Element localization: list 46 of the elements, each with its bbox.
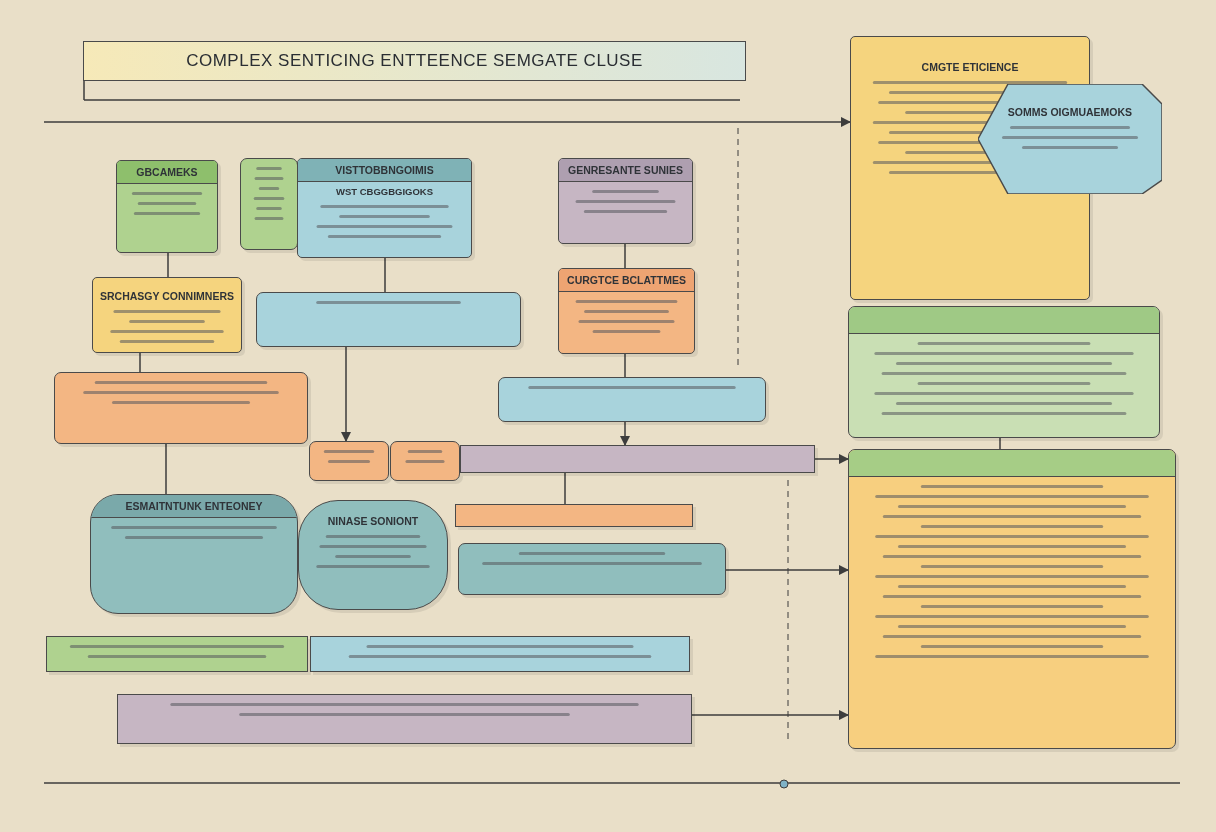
connector-line — [564, 472, 566, 505]
arrow — [814, 453, 850, 465]
card — [298, 500, 448, 610]
bar-box — [46, 636, 308, 672]
text-box — [848, 449, 1176, 749]
arrow — [619, 421, 631, 447]
box-heading: NINASE SONIONT — [327, 515, 419, 527]
box-heading: VISTTOBBNGOIMIS — [298, 159, 471, 182]
bar-box — [310, 636, 690, 672]
text-box — [498, 377, 766, 422]
connector-line — [624, 243, 626, 269]
connector-line — [624, 353, 626, 378]
card — [116, 160, 218, 253]
box-heading: GENRESANTE SUNIES — [559, 159, 692, 182]
text-box — [54, 372, 308, 444]
text-box — [256, 292, 521, 347]
box-subheading: WST CBGGBGIGOKS — [335, 186, 434, 197]
box-heading: SRCHASGY CONNIMNERS — [100, 290, 234, 302]
box-heading: CMGTE ETICIENCE — [921, 61, 1019, 73]
arrow — [691, 709, 850, 721]
title-banner: COMPLEX SENTICING ENTTEENCE SEMGATE CLUSE — [83, 41, 746, 81]
box-heading: CURGTCE BCLATTMES — [559, 269, 694, 292]
box-heading: ESMAITNTUNK ENTEONEY — [91, 495, 297, 518]
card — [90, 494, 298, 614]
connector-line — [167, 252, 169, 278]
arrow — [725, 564, 850, 576]
text-box — [848, 306, 1160, 438]
connector-line — [165, 443, 167, 495]
card — [558, 268, 695, 354]
connector-line — [999, 437, 1001, 450]
connector-line — [384, 257, 386, 293]
arrow — [43, 116, 852, 128]
text-box — [390, 441, 460, 481]
bar-box — [117, 694, 692, 744]
text-box — [458, 543, 726, 595]
text-box — [240, 158, 298, 250]
card — [297, 158, 472, 258]
text-box — [309, 441, 389, 481]
box-heading: SOMMS OIGMUAEMOKS — [1007, 106, 1133, 118]
connector-line — [139, 352, 141, 373]
bar-box — [455, 504, 693, 527]
arrow — [340, 346, 352, 443]
box-heading: GBCAMEKS — [117, 161, 217, 184]
card — [558, 158, 693, 244]
bar-box — [460, 445, 815, 473]
card — [92, 277, 242, 353]
